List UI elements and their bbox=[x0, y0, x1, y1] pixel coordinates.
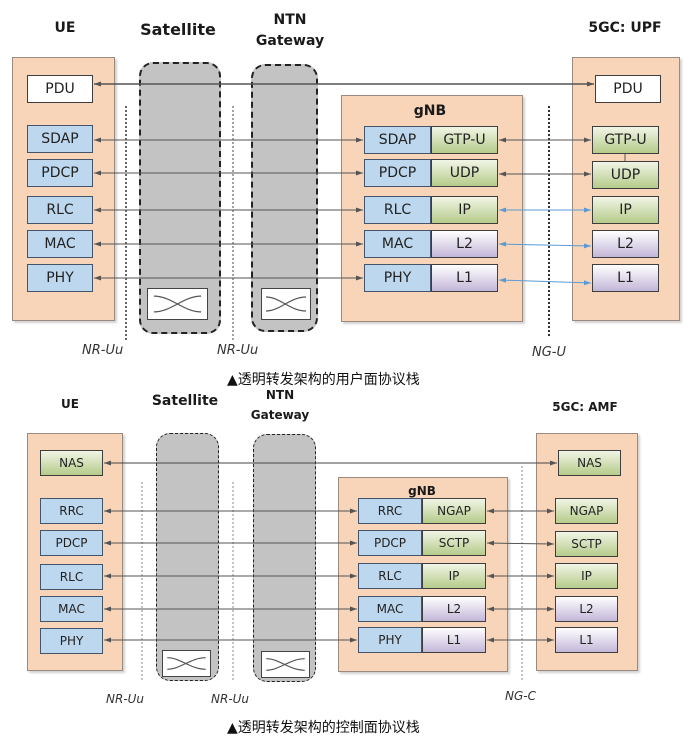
cp-interface-nr-uu-2: NR-Uu bbox=[211, 692, 250, 706]
cp-gnb-layer-rrc: RRC bbox=[358, 498, 422, 524]
cp-gnb-layer-l1: L1 bbox=[422, 627, 486, 653]
up-ntn-gateway-relay bbox=[251, 64, 318, 332]
up-ue-layer-pdcp: PDCP bbox=[27, 159, 93, 187]
up-gnb-layer-rlc: RLC bbox=[364, 196, 431, 224]
cp-gnb-layer-rlc: RLC bbox=[358, 563, 422, 589]
cp-gnb-layer-ngap: NGAP bbox=[422, 498, 486, 524]
cp-satellite-relay bbox=[156, 433, 219, 681]
up-gnb-title: gNB bbox=[413, 103, 447, 119]
cp-ntn-switch-icon bbox=[261, 651, 310, 678]
up-upf-layer-gtpu: GTP-U bbox=[592, 126, 659, 154]
cp-ue-layer-mac: MAC bbox=[40, 596, 103, 622]
up-ue-title: UE bbox=[54, 20, 76, 36]
cp-ue-title: UE bbox=[61, 397, 79, 411]
up-upf-layer-udp: UDP bbox=[592, 161, 659, 189]
up-ue-layer-sdap: SDAP bbox=[27, 125, 93, 153]
up-gnb-layer-pdcp: PDCP bbox=[364, 159, 431, 187]
up-gnb-layer-l2: L2 bbox=[431, 230, 498, 258]
cp-gnb-layer-sctp: SCTP bbox=[422, 530, 486, 556]
cp-satellite-switch-icon bbox=[162, 650, 211, 677]
up-ntn-title-1: NTN bbox=[273, 12, 307, 28]
cp-amf-layer-l1: L1 bbox=[555, 627, 618, 653]
cp-caption: ▲透明转发架构的控制面协议栈 bbox=[227, 720, 420, 736]
cp-satellite-title: Satellite bbox=[151, 393, 219, 409]
up-gnb-layer-phy: PHY bbox=[364, 264, 431, 292]
cp-ue-layer-nas: NAS bbox=[40, 450, 103, 476]
up-ntn-switch-icon bbox=[261, 288, 311, 320]
cp-ntn-title-1: NTN bbox=[265, 388, 295, 402]
up-upf-layer-l2: L2 bbox=[592, 230, 659, 258]
cp-amf-layer-sctp: SCTP bbox=[555, 531, 618, 557]
cp-interface-nr-uu-1: NR-Uu bbox=[106, 692, 145, 706]
cp-amf-layer-nas: NAS bbox=[558, 450, 621, 476]
cp-core-title: 5GC: AMF bbox=[552, 400, 618, 414]
cp-gnb-layer-l2: L2 bbox=[422, 596, 486, 622]
up-upf-layer-l1: L1 bbox=[592, 264, 659, 292]
cp-gnb-layer-phy: PHY bbox=[358, 627, 422, 653]
up-core-title: 5GC: UPF bbox=[588, 20, 662, 36]
up-upf-layer-pdu: PDU bbox=[595, 75, 661, 103]
cp-ntn-title-2: Gateway bbox=[250, 408, 310, 422]
up-interface-nr-uu-2: NR-Uu bbox=[217, 343, 259, 358]
up-gnb-layer-mac: MAC bbox=[364, 230, 431, 258]
up-upf-layer-ip: IP bbox=[592, 196, 659, 224]
cp-gnb-layer-mac: MAC bbox=[358, 596, 422, 622]
cp-amf-layer-ip: IP bbox=[555, 563, 618, 589]
up-ue-layer-phy: PHY bbox=[27, 264, 93, 292]
up-gnb-layer-l1: L1 bbox=[431, 264, 498, 292]
up-gnb-layer-gtpu: GTP-U bbox=[431, 126, 498, 154]
cp-ue-layer-rlc: RLC bbox=[40, 564, 103, 590]
cp-ue-layer-pdcp: PDCP bbox=[40, 530, 103, 556]
cp-ue-layer-phy: PHY bbox=[40, 628, 103, 654]
cp-interface-ng-c: NG-C bbox=[505, 689, 536, 703]
up-interface-nr-uu-1: NR-Uu bbox=[82, 343, 124, 358]
up-ntn-title-2: Gateway bbox=[255, 33, 325, 49]
up-interface-ng-u: NG-U bbox=[532, 345, 567, 360]
up-gnb-layer-udp: UDP bbox=[431, 159, 498, 187]
up-ue-layer-rlc: RLC bbox=[27, 196, 93, 224]
cp-amf-layer-ngap: NGAP bbox=[555, 498, 618, 524]
up-ue-layer-pdu: PDU bbox=[27, 75, 93, 103]
cp-gnb-layer-ip: IP bbox=[422, 563, 486, 589]
cp-gnb-layer-pdcp: PDCP bbox=[358, 530, 422, 556]
cp-ntn-gateway-relay bbox=[253, 434, 316, 682]
up-satellite-switch-icon bbox=[147, 288, 208, 320]
up-ue-layer-mac: MAC bbox=[27, 230, 93, 258]
cp-gnb-title: gNB bbox=[408, 484, 436, 498]
cp-ue-layer-rrc: RRC bbox=[40, 498, 103, 524]
cp-amf-layer-l2: L2 bbox=[555, 596, 618, 622]
up-satellite-title: Satellite bbox=[140, 20, 216, 39]
up-gnb-layer-sdap: SDAP bbox=[364, 126, 431, 154]
up-caption: ▲透明转发架构的用户面协议栈 bbox=[227, 372, 420, 388]
up-gnb-layer-ip: IP bbox=[431, 196, 498, 224]
